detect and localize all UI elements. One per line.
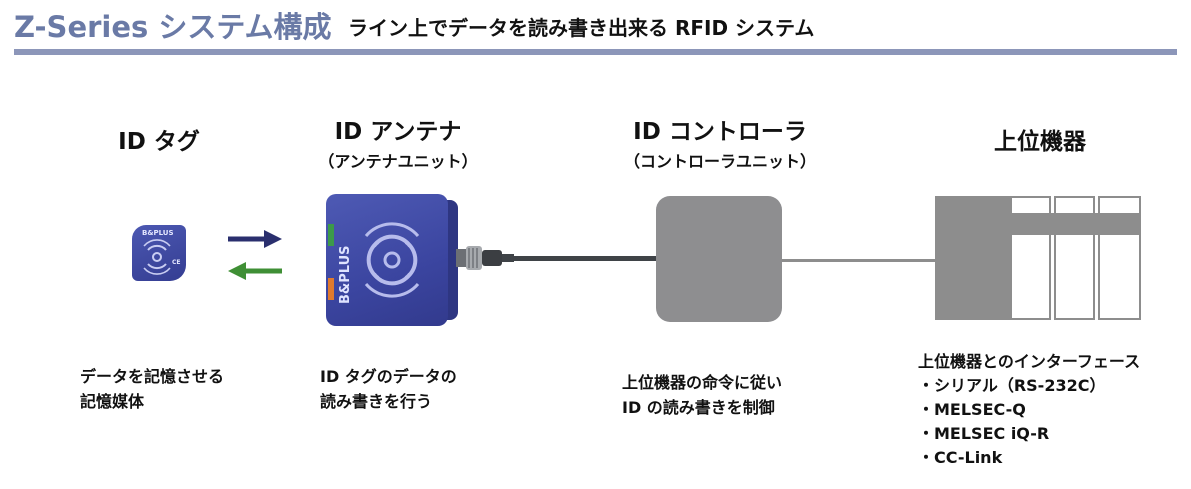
col-heading-tag: ID タグ — [118, 129, 200, 155]
interface-item: ・MELSEC iQ-R — [918, 424, 1050, 443]
interface-item: ・CC-Link — [918, 448, 1003, 467]
col-subheading-controller: （コントローラユニット） — [623, 152, 816, 171]
description-line: ID タグのデータの — [320, 367, 457, 386]
description-line: ID の読み書きを制御 — [622, 398, 775, 417]
col-heading-controller: ID コントローラ — [633, 119, 807, 145]
col-subheading-antenna: （アンテナユニット） — [318, 152, 478, 171]
host-plc-device — [935, 196, 1141, 320]
antenna-brand-label: B&PLUS — [338, 245, 353, 304]
description-tag: データを記憶させる 記憶媒体 — [80, 364, 224, 414]
antenna-cable — [510, 256, 660, 261]
description-line: データを記憶させる — [80, 367, 225, 386]
col-heading-host: 上位機器 — [994, 129, 1086, 155]
arrow-right-icon — [228, 230, 282, 248]
description-controller: 上位機器の命令に従い ID の読み書きを制御 — [622, 370, 782, 420]
description-line: 読み書きを行う — [320, 392, 433, 411]
description-line: 記憶媒体 — [80, 392, 145, 411]
host-cable — [780, 259, 940, 262]
rfid-wave-icon — [364, 222, 420, 298]
page-subtitle: ライン上でデータを読み書き出来る RFID システム — [348, 16, 815, 40]
description-host: 上位機器とのインターフェース ・シリアル（RS-232C） ・MELSEC-Q … — [918, 350, 1140, 470]
cable-connector-icon — [456, 246, 514, 270]
id-tag-device: B&PLUS CE — [132, 225, 186, 281]
arrow-left-icon — [228, 262, 282, 280]
id-controller-device — [656, 196, 782, 322]
header-divider — [14, 49, 1177, 55]
description-line: 上位機器とのインターフェース — [918, 352, 1141, 371]
description-antenna: ID タグのデータの 読み書きを行う — [320, 364, 457, 414]
tag-brand-label: B&PLUS — [142, 229, 174, 237]
rfid-wave-icon — [143, 239, 171, 275]
description-line: 上位機器の命令に従い — [622, 373, 783, 392]
ce-mark-label: CE — [172, 259, 181, 266]
page-title: Z-Series システム構成 — [14, 10, 332, 44]
interface-item: ・MELSEC-Q — [918, 400, 1026, 419]
interface-item: ・シリアル（RS-232C） — [918, 376, 1106, 395]
col-heading-antenna: ID アンテナ — [334, 119, 462, 145]
id-antenna-device: B&PLUS — [326, 194, 458, 330]
